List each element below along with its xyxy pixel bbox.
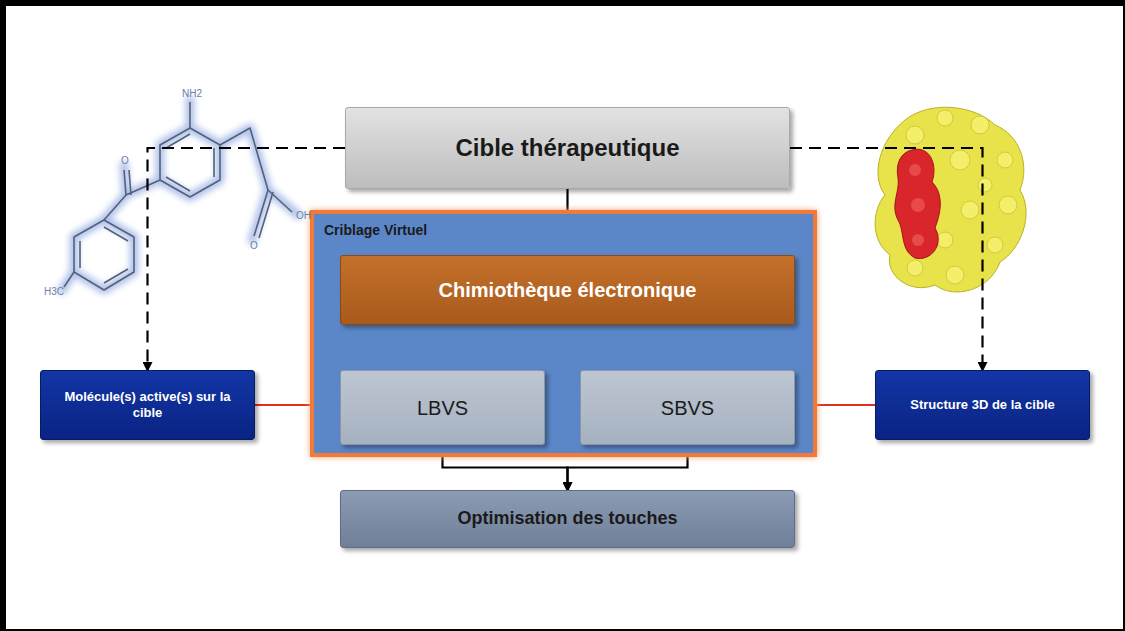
atom-label: O xyxy=(250,240,258,251)
box-label: Chimiothèque électronique xyxy=(439,278,697,302)
virtual-screening-panel: Criblage VirtuelChimiothèque électroniqu… xyxy=(310,210,817,457)
sbvs-box: SBVS xyxy=(580,370,795,445)
library-box: Chimiothèque électronique xyxy=(340,255,795,325)
atom-label: H3C xyxy=(44,286,64,297)
atom-label: OH xyxy=(296,210,311,221)
box-label: Molécule(s) active(s) sur la cible xyxy=(51,389,244,420)
molecule-structure xyxy=(64,102,292,290)
active-molecule-box: Molécule(s) active(s) sur la cible xyxy=(40,370,255,440)
box-label: LBVS xyxy=(417,396,468,420)
target-box: Cible thérapeutique xyxy=(345,107,790,189)
connector-arrow xyxy=(790,148,983,370)
lbvs-box: LBVS xyxy=(340,370,545,445)
atom-label: NH2 xyxy=(182,88,202,99)
box-label: Cible thérapeutique xyxy=(455,134,679,163)
protein-surface xyxy=(875,107,1026,292)
atom-label: O xyxy=(121,155,129,166)
target-structure-box: Structure 3D de la cible xyxy=(875,370,1090,440)
panel-heading: Criblage Virtuel xyxy=(324,222,427,239)
molecule-glow xyxy=(62,100,298,290)
hit-optimisation-box: Optimisation des touches xyxy=(340,490,795,548)
box-label: Optimisation des touches xyxy=(457,508,677,530)
box-label: Structure 3D de la cible xyxy=(910,397,1055,413)
box-label: SBVS xyxy=(661,396,714,420)
